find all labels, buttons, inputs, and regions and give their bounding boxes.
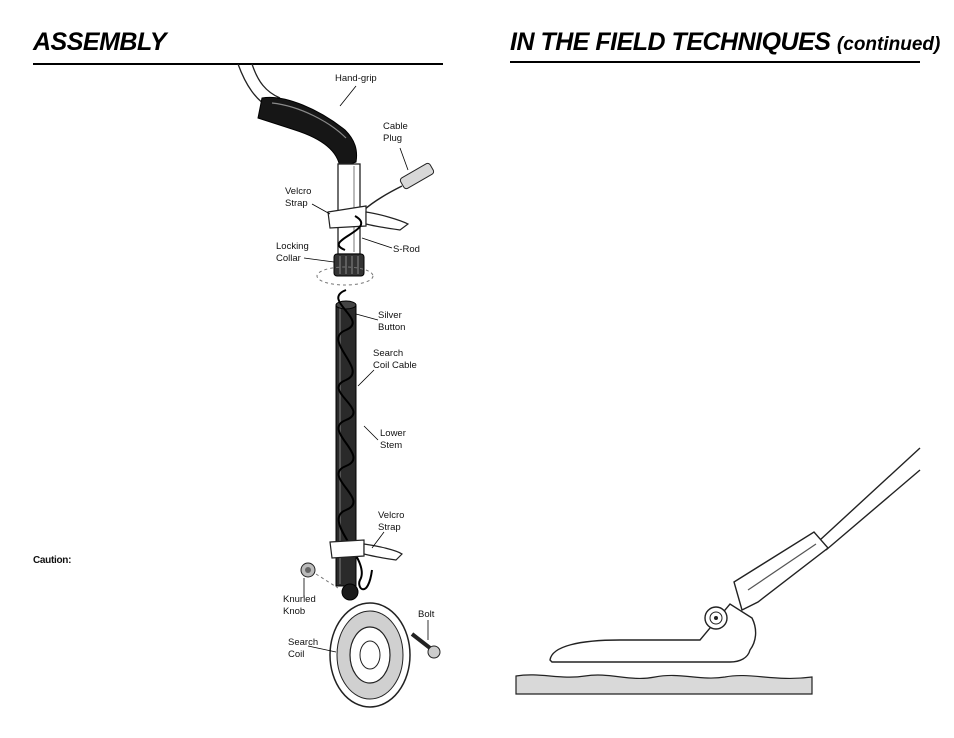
ground-illustration (515, 674, 813, 695)
s-rod-label: S-Rod (393, 244, 420, 255)
cable-plug-label-line1: Cable (383, 121, 408, 132)
velcro-strap-top-label-line2: Strap (285, 197, 308, 209)
label-locking-collar: Locking Collar (276, 241, 309, 264)
label-search-coil: Search Coil (288, 637, 318, 660)
velcro-strap-bottom-illustration (329, 539, 403, 561)
cable-plug-illustration (363, 162, 435, 211)
velcro-strap-top-label-line1: Velcro (285, 186, 312, 197)
lower-stem-label-line1: Lower (380, 428, 406, 439)
detector-stem-illustration (819, 447, 921, 551)
field-techniques-title: IN THE FIELD TECHNIQUES (510, 28, 831, 56)
leader-lines (303, 85, 429, 653)
locking-collar-label-line2: Collar (276, 252, 301, 264)
hand-grip-label: Hand-grip (335, 73, 377, 84)
search-coil-cable-label-line1: Search (373, 348, 404, 359)
coil-housing-illustration (549, 603, 757, 663)
knurled-knob-illustration (300, 562, 339, 589)
silver-button-label-line1: Silver (378, 310, 402, 321)
velcro-strap-top-illustration (327, 205, 410, 231)
label-velcro-strap-top: Velcro Strap (285, 186, 311, 209)
assembly-title: ASSEMBLY (33, 28, 167, 56)
locking-collar-label-line1: Locking (276, 241, 309, 252)
search-coil-illustration (329, 602, 411, 708)
locking-collar-illustration (316, 253, 374, 286)
lower-stem-grip-illustration (733, 531, 830, 612)
cable-plug-label-line2: Plug (383, 132, 403, 144)
label-s-rod: S-Rod (393, 244, 420, 256)
label-bolt: Bolt (418, 609, 434, 621)
label-silver-button: Silver Button (378, 310, 405, 333)
caution-label: Caution: (33, 555, 72, 566)
knurled-knob-label-line1: Knurled (283, 594, 316, 605)
pivot-knob-illustration (704, 606, 728, 630)
bolt-label: Bolt (418, 609, 435, 620)
page-title-field-techniques: IN THE FIELD TECHNIQUES (continued) (510, 28, 940, 57)
label-hand-grip: Hand-grip (335, 73, 377, 85)
velcro-strap-bottom-label-line1: Velcro (378, 510, 405, 521)
label-cable-plug: Cable Plug (383, 121, 408, 144)
label-lower-stem: Lower Stem (380, 428, 406, 451)
knurled-knob-label-line2: Knob (283, 605, 306, 617)
velcro-strap-bottom-label-line2: Strap (378, 521, 401, 533)
search-coil-cable-label-line2: Coil Cable (373, 359, 417, 371)
right-title-rule (510, 61, 920, 63)
lower-stem-label-line2: Stem (380, 439, 403, 451)
bolt-illustration (410, 632, 441, 659)
search-coil-label-line2: Coil (288, 648, 305, 660)
search-coil-label-line1: Search (288, 637, 319, 648)
label-velcro-strap-bottom: Velcro Strap (378, 510, 404, 533)
continued-label: (continued) (836, 34, 941, 55)
label-knurled-knob: Knurled Knob (283, 594, 316, 617)
page-title-assembly: ASSEMBLY (33, 28, 167, 57)
label-search-coil-cable: Search Coil Cable (373, 348, 417, 371)
silver-button-label-line2: Button (378, 321, 406, 333)
